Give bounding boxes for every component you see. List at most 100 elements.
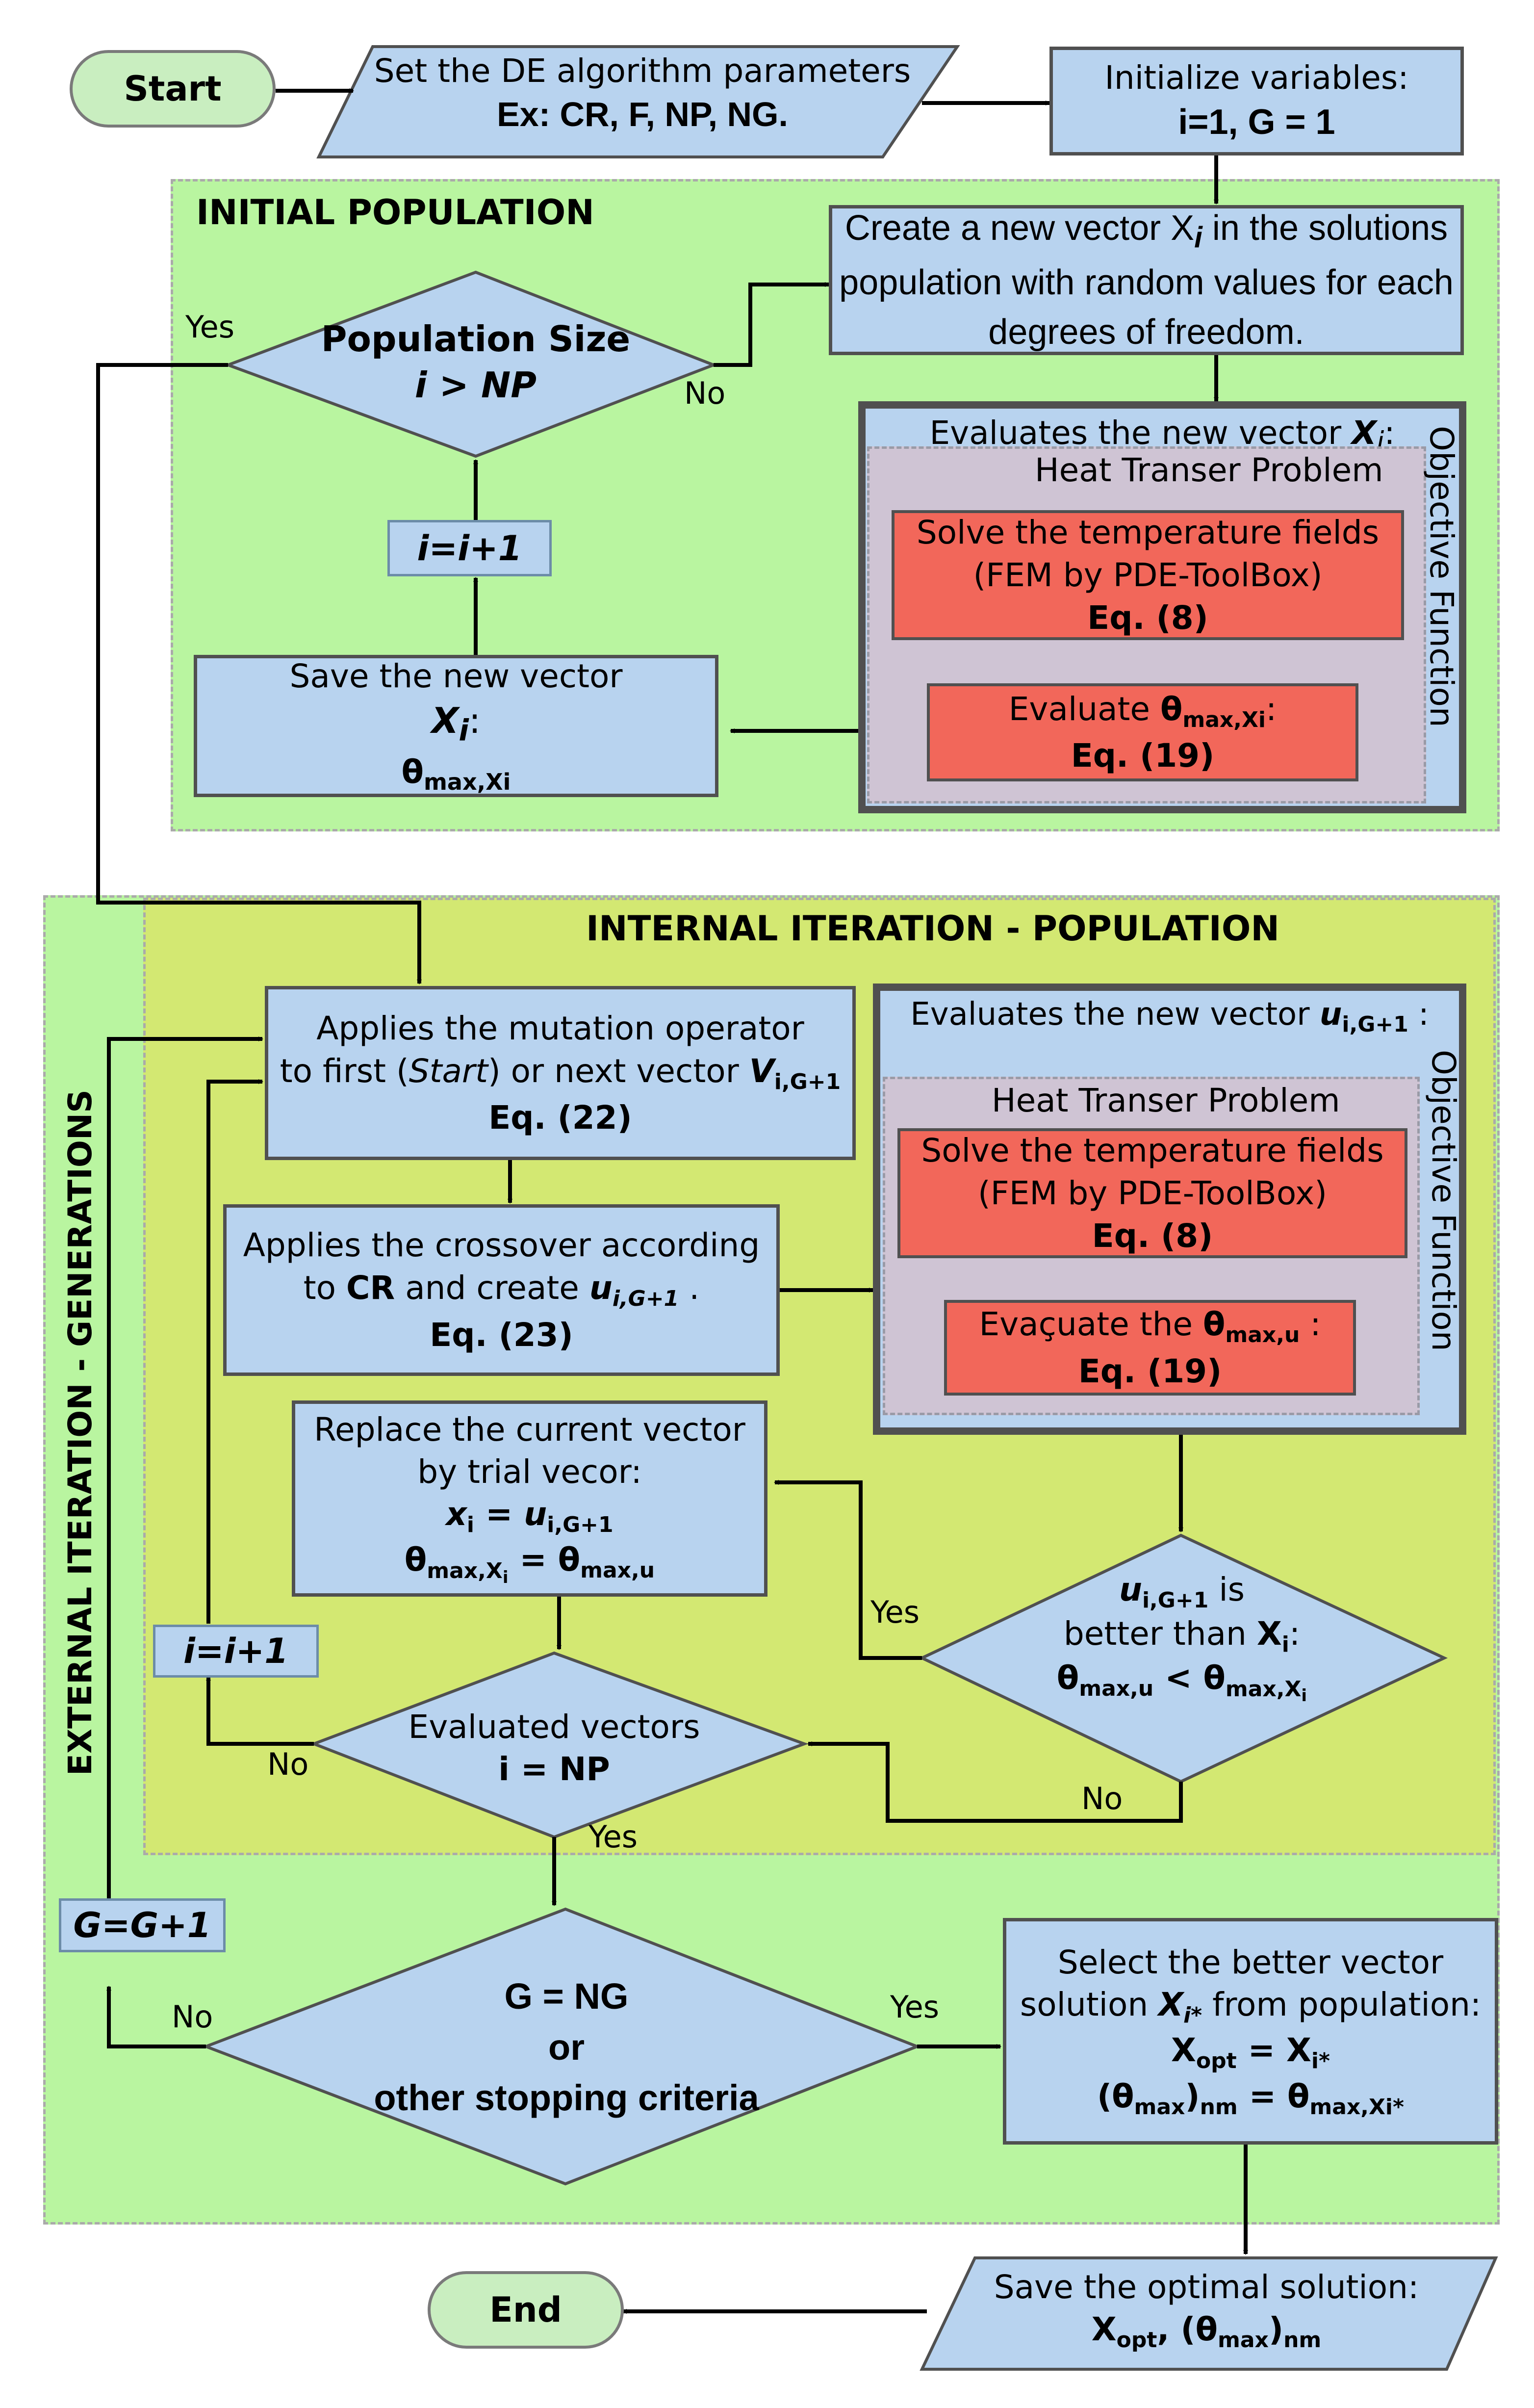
select-paren: ) xyxy=(1185,2077,1200,2115)
save-vector-colon: : xyxy=(468,700,481,742)
better-than-diamond xyxy=(919,1533,1448,1784)
evaluated-vectors-diamond xyxy=(309,1651,809,1839)
set-params-line1: Set the DE algorithm parameters xyxy=(374,52,911,90)
select-box: Select the better vector solution Xi* fr… xyxy=(1003,1918,1498,2145)
save-optimal-x: X xyxy=(1091,2310,1117,2348)
stop-no-label: No xyxy=(172,1999,213,2035)
select-line2a: solution xyxy=(1020,1985,1159,2023)
crossover-line2c: . xyxy=(679,1269,700,1307)
internal-iteration-title: INTERNAL ITERATION - POPULATION xyxy=(586,908,1279,949)
initial-solve-box: Solve the temperature fields (FEM by PDE… xyxy=(892,510,1404,640)
evaluated-line1: Evaluated vectors xyxy=(408,1708,700,1746)
select-line1: Select the better vector xyxy=(1057,1943,1444,1982)
init-vars-line2: i=1, G = 1 xyxy=(1178,103,1335,142)
replace-line1: Replace the current vector xyxy=(314,1411,745,1449)
initial-evaluate-theta: θ xyxy=(1160,690,1183,728)
better-x-sub: i xyxy=(1281,1632,1289,1657)
better-theta-subsub: i xyxy=(1301,1685,1307,1706)
gen-increment-box: G=G+1 xyxy=(59,1898,226,1952)
internal-evaluate-theta: θ xyxy=(1203,1305,1226,1344)
select-theta-sub: max xyxy=(1134,2094,1185,2120)
evaluated-no-label: No xyxy=(267,1746,309,1782)
replace-u: u xyxy=(524,1495,547,1533)
internal-evaluate-sub: max,u xyxy=(1225,1322,1300,1348)
start-label: Start xyxy=(124,69,222,109)
better-lt: < θ xyxy=(1153,1659,1226,1697)
crossover-line1: Applies the crossover according xyxy=(243,1226,760,1265)
create-vector-line2: population with random values for each xyxy=(839,262,1454,302)
internal-objective-side-label: Objective Function xyxy=(1425,1050,1462,1351)
population-no-label: No xyxy=(684,375,726,411)
stop-line2: or xyxy=(548,2026,585,2068)
gen-increment-label: G=G+1 xyxy=(73,1905,211,1945)
replace-box: Replace the current vector by trial veco… xyxy=(292,1400,767,1597)
save-vector-box: Save the new vector Xi: θmax,Xi xyxy=(194,655,718,797)
internal-evaluate-line1: Evaçuate the xyxy=(979,1305,1203,1344)
select-theta-eq: = θ xyxy=(1237,2077,1310,2115)
better-theta-sub: max,u xyxy=(1079,1676,1154,1702)
create-vector-line3: degrees of freedom. xyxy=(988,312,1304,352)
save-optimal-shape xyxy=(920,2256,1498,2371)
select-theta-sub3: max,Xi* xyxy=(1309,2094,1405,2120)
create-vector-line1: Create a new vector X xyxy=(844,208,1195,248)
crossover-line3: Eq. (23) xyxy=(430,1316,573,1354)
crossover-line2a: to xyxy=(303,1269,346,1307)
select-theta: (θ xyxy=(1097,2077,1134,2115)
set-params-node: Set the DE algorithm parameters Ex: CR, … xyxy=(353,50,932,137)
replace-line2: by trial vecor: xyxy=(417,1453,642,1491)
crossover-sub: i,G+1 xyxy=(612,1286,679,1312)
better-colon: : xyxy=(1289,1615,1301,1653)
save-optimal-max: max xyxy=(1217,2327,1269,2353)
initial-objective-header: Evaluates the new vector xyxy=(929,414,1352,452)
create-vector-line1b: in the solutions xyxy=(1202,208,1448,248)
select-xopt: X xyxy=(1171,2031,1196,2070)
save-optimal-node: Save the optimal solution: Xopt, (θmax)n… xyxy=(961,2266,1452,2354)
mutation-line1: Applies the mutation operator xyxy=(316,1009,804,1047)
mutation-var: V xyxy=(749,1052,774,1090)
replace-x: x xyxy=(446,1495,467,1533)
evaluated-vectors-text: Evaluated vectors i = NP xyxy=(407,1706,701,1790)
end-label: End xyxy=(489,2290,562,2330)
internal-solve-line2: (FEM by PDE-ToolBox) xyxy=(978,1174,1327,1212)
save-vector-line1: Save the new vector xyxy=(289,657,623,696)
save-vector-theta-sub: max,Xi xyxy=(423,769,511,796)
better-u-sub: i,G+1 xyxy=(1142,1588,1209,1613)
save-optimal-line1: Save the optimal solution: xyxy=(994,2268,1419,2306)
crossover-cr: CR xyxy=(346,1269,395,1307)
internal-evaluate-line2: Eq. (19) xyxy=(1078,1352,1222,1390)
initial-heat-problem: Heat Transer Problem xyxy=(1035,451,1383,489)
initial-population-title: INITIAL POPULATION xyxy=(196,192,594,233)
replace-theta-sub: max,X xyxy=(427,1558,503,1583)
replace-eq: = xyxy=(474,1495,524,1533)
internal-increment-box: i=i+1 xyxy=(153,1625,319,1678)
save-optimal-line2b: , (θ xyxy=(1157,2310,1218,2348)
initial-increment-label: i=i+1 xyxy=(417,528,522,569)
crossover-line2b: and create xyxy=(395,1269,589,1307)
crossover-box: Applies the crossover according to CR an… xyxy=(223,1204,780,1376)
initial-evaluate-sub: max,Xi xyxy=(1182,707,1266,732)
internal-solve-box: Solve the temperature fields (FEM by PDE… xyxy=(897,1128,1407,1258)
mutation-box: Applies the mutation operator to first (… xyxy=(265,986,856,1160)
initial-evaluate-line1: Evaluate xyxy=(1008,690,1161,728)
initial-evaluate-box: Evaluate θmax,Xi: Eq. (19) xyxy=(927,683,1358,781)
internal-evaluate-box: Evaçuate the θmax,u : Eq. (19) xyxy=(944,1300,1356,1396)
internal-objective-var: u xyxy=(1319,996,1342,1033)
evaluated-line2: i = NP xyxy=(498,1750,610,1788)
internal-increment-label: i=i+1 xyxy=(183,1631,288,1671)
better-theta: θ xyxy=(1056,1659,1079,1697)
end-terminal: End xyxy=(428,2271,624,2349)
save-vector-var-sub: i xyxy=(459,713,469,748)
population-size-line1: Population Size xyxy=(321,318,631,360)
stop-criteria-text: G = NG or other stopping criteria xyxy=(343,1971,790,2123)
initial-solve-line3: Eq. (8) xyxy=(1087,599,1208,637)
stop-line3: other stopping criteria xyxy=(374,2077,759,2119)
stop-line1: G = NG xyxy=(504,1976,629,2017)
select-xi-sub: i* xyxy=(1311,2048,1330,2074)
initial-increment-box: i=i+1 xyxy=(387,520,552,576)
initial-objective-end: : xyxy=(1384,414,1395,452)
replace-theta-sub2: max,u xyxy=(580,1558,655,1583)
select-line2b: from population: xyxy=(1202,1985,1482,2023)
mutation-line3: Eq. (22) xyxy=(488,1099,632,1137)
replace-u-sub: i,G+1 xyxy=(547,1512,614,1538)
replace-x-sub: i xyxy=(466,1512,474,1538)
